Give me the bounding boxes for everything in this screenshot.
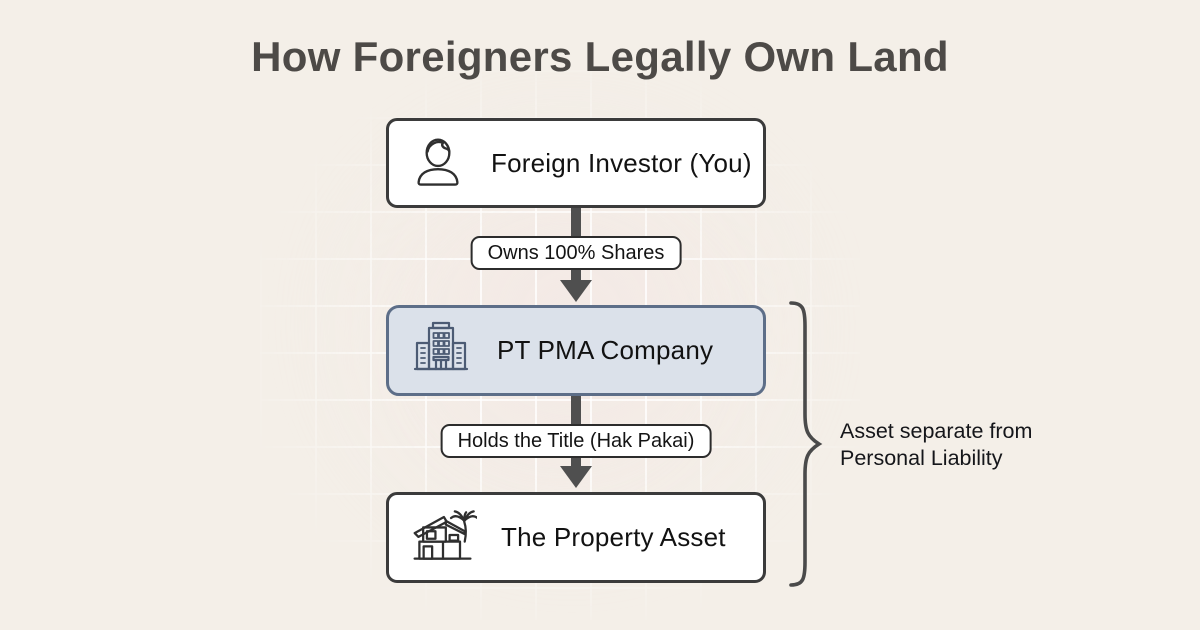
edge-label-holds-title: Holds the Title (Hak Pakai) <box>440 424 712 458</box>
villa-palm-icon <box>409 504 479 571</box>
node-label: PT PMA Company <box>497 335 714 365</box>
annotation-line: Personal Liability <box>840 446 1003 470</box>
node-property-asset: The Property Asset <box>386 492 766 583</box>
curly-brace <box>789 301 823 587</box>
node-label: The Property Asset <box>501 522 726 552</box>
edge-label-owns-shares: Owns 100% Shares <box>470 236 682 270</box>
page-title: How Foreigners Legally Own Land <box>251 33 949 80</box>
node-foreign-investor: Foreign Investor (You) <box>386 118 766 208</box>
node-pt-pma-company: PT PMA Company <box>386 305 766 396</box>
node-label: Foreign Investor (You) <box>491 147 752 178</box>
arrow-down-icon <box>560 280 592 302</box>
annotation-line: Asset separate from <box>840 419 1033 443</box>
person-icon <box>409 132 467 195</box>
annotation-text: Asset separate from Personal Liability <box>840 418 1032 472</box>
arrow-down-icon <box>560 466 592 488</box>
office-building-icon <box>409 316 473 385</box>
